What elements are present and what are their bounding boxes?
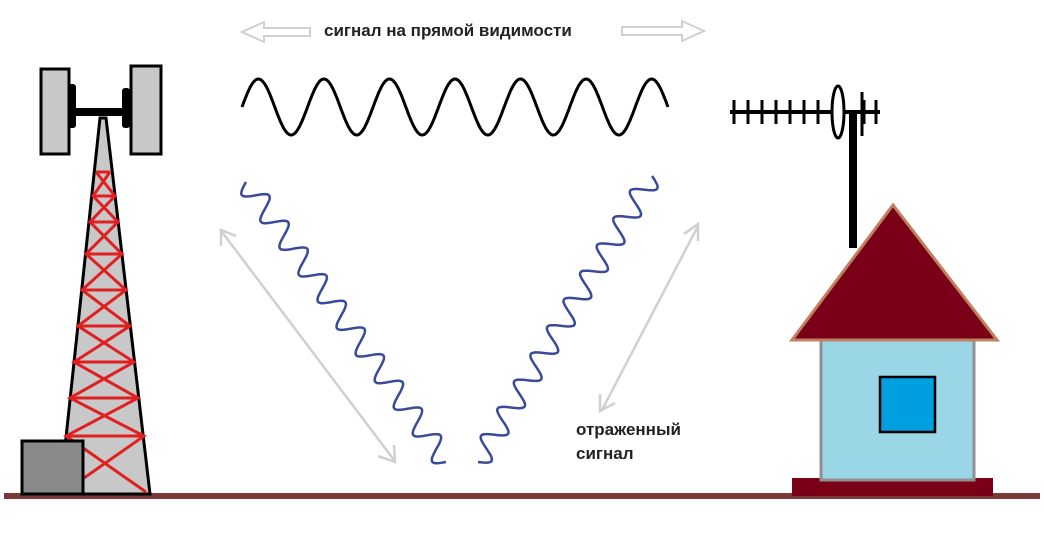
reflected-label-line1: отраженный: [576, 420, 681, 439]
house-roof: [789, 202, 1001, 342]
reflected-label-line2: сигнал: [576, 444, 634, 463]
tower-crossbar: [70, 108, 132, 116]
left-arrow-icon: [239, 20, 311, 44]
yagi-antenna-icon: [730, 84, 880, 248]
tower-mount: [122, 88, 130, 128]
reflection-arrow-right: [598, 221, 700, 414]
reflected-signal-label: отраженный сигнал: [576, 418, 681, 466]
cell-tower-icon: [20, 64, 163, 496]
line-of-sight-label: сигнал на прямой видимости: [324, 21, 572, 40]
house-foundation: [792, 478, 993, 496]
reflected-signal-wave-outgoing: [477, 175, 659, 464]
tower-lattice: [63, 170, 147, 494]
antenna-mast: [849, 110, 857, 248]
equipment-box: [20, 439, 85, 496]
antenna-panel-right: [129, 64, 163, 156]
antenna-dipole: [830, 84, 846, 140]
direct-signal-wave: [240, 77, 670, 137]
house-icon: [789, 202, 1001, 496]
antenna-panel-left: [39, 67, 71, 156]
reflection-arrow-left: [219, 228, 397, 464]
reflected-signal-wave-incoming: [240, 181, 447, 465]
line-of-sight-arrows: [239, 19, 707, 44]
house-window: [878, 375, 937, 434]
right-arrow-icon: [621, 19, 707, 43]
